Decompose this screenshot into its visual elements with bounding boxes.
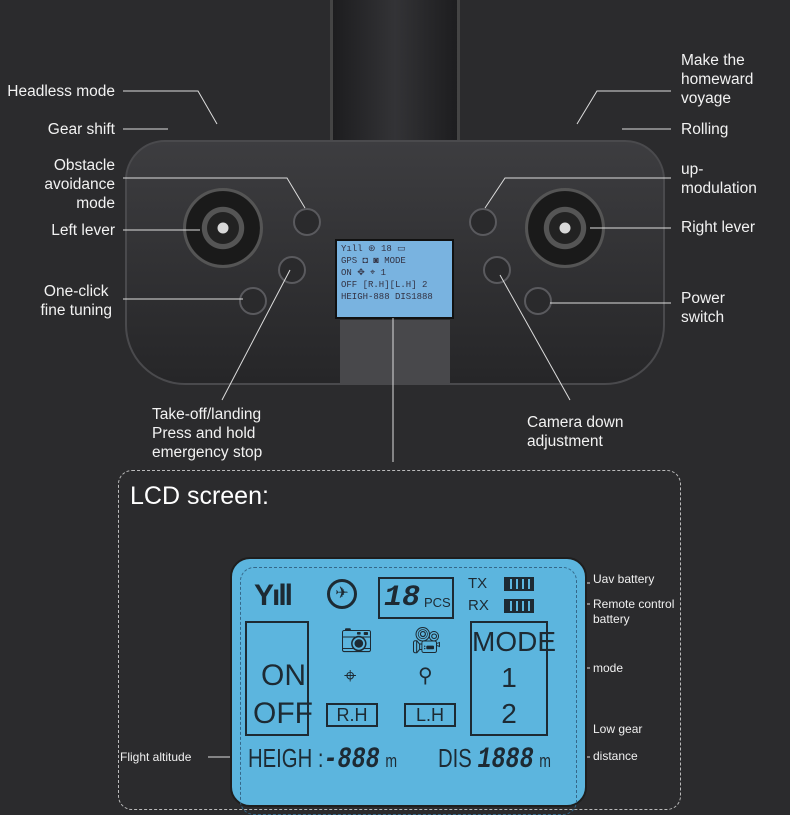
lcd-screen: Yıll ✈ 18 PCS TX RX ON OFF 📷︎ 🎥︎ ⌖ ⚲ R.H… [230,557,587,815]
height-label: HEIGH : [248,743,324,773]
label-left-lever: Left lever [51,222,115,239]
label-line: up- [681,161,704,178]
height-unit: m [385,751,398,771]
power-switch-button[interactable] [524,287,552,315]
remote-battery-icon [504,599,534,613]
mode-label: MODE [472,626,556,657]
label-line: battery [593,612,630,626]
label-line: switch [681,309,725,326]
camera-down-button[interactable] [483,256,511,284]
label-rolling: Rolling [681,121,729,138]
satellite-count-box: 18 PCS [378,577,454,619]
up-modulation-button[interactable] [469,208,497,236]
left-hand-button: L.H [404,703,456,727]
label-line: avoidance [44,176,115,193]
on-off-box: ON OFF [245,621,313,736]
mode-1: 1 [501,662,517,693]
gps-target-icon: ⌖ [344,663,357,688]
callout-low-gear: Low gear [593,722,643,736]
callout-mode: mode [593,661,624,675]
label-line: fine tuning [40,302,112,319]
right-hand-button: R.H [326,703,378,727]
tx-label: TX [468,575,488,592]
height-value: -888 [323,743,380,777]
satellite-icon: ✈ [327,579,357,609]
label-line: Make the [681,52,745,69]
label-line: Power [681,290,725,307]
mode-box: MODE 1 2 [470,621,556,736]
label-gear-shift: Gear shift [47,121,115,138]
on-label: ON [261,659,306,692]
small-lcd-row: OFF [R.H][L.H] 2 [341,280,428,290]
label-line: Camera down [527,414,624,431]
label-fine-tuning: One-click fine tuning [40,282,112,320]
label-line: modulation [681,180,757,197]
distance-value: 1888 [477,743,534,777]
label-line: voyage [681,90,731,107]
left-joystick[interactable] [183,188,263,268]
label-line: Press and hold [152,425,256,442]
video-camera-icon: 🎥︎ [410,625,444,655]
label-line: Take-off/landing [152,406,262,423]
label-camera-down: Camera down adjustment [527,413,624,451]
mode-2: 2 [501,698,517,729]
label-power-switch: Power switch [681,289,725,327]
callout-distance: distance [593,749,638,763]
label-obstacle-avoidance: Obstacle avoidance mode [44,156,115,213]
label-homeward: Make the homeward voyage [681,51,753,108]
label-up-modulation: up-modulation [681,160,757,198]
label-line: homeward [681,71,754,88]
height-readout: HEIGH :-888 m [248,743,397,777]
small-lcd-row: HEIGH-888 DIS1888 [341,292,433,302]
callout-uav-battery: Uav battery [593,572,655,586]
distance-unit: m [539,751,551,771]
small-lcd: Yıll ⊛ 18 ▭ GPS ◘ ◙ MODE ON ✥ ⌖ 1 OFF [R… [335,239,454,319]
label-line: Remote control [593,597,675,611]
callout-flight-altitude: Flight altitude [120,750,192,764]
off-label: OFF [253,697,313,730]
location-pin-icon: ⚲ [418,665,433,687]
controller-base [340,320,450,385]
obstacle-avoidance-button[interactable] [293,208,321,236]
label-headless-mode: Headless mode [7,83,115,100]
label-line: emergency stop [152,444,263,461]
fine-tuning-button[interactable] [239,287,267,315]
uav-battery-icon [504,577,534,591]
label-line: One-click [43,283,109,300]
rx-label: RX [468,597,489,614]
takeoff-landing-button[interactable] [278,256,306,284]
label-right-lever: Right lever [681,219,756,236]
small-lcd-row: ON ✥ ⌖ 1 [341,268,387,278]
distance-readout: DIS 1888 m [438,743,551,777]
lcd-section-title: LCD screen: [130,482,269,510]
small-lcd-row: Yıll ⊛ 18 ▭ [341,244,406,254]
satellite-unit: PCS [424,595,451,610]
satellite-count: 18 [384,581,421,615]
camera-icon: 📷︎ [340,625,374,655]
signal-icon: Yıll [254,579,293,612]
label-line: adjustment [527,433,603,450]
label-line: mode [76,195,115,212]
label-line: Obstacle [53,157,115,174]
distance-label: DIS [438,743,472,773]
small-lcd-row: GPS ◘ ◙ MODE [341,256,406,266]
